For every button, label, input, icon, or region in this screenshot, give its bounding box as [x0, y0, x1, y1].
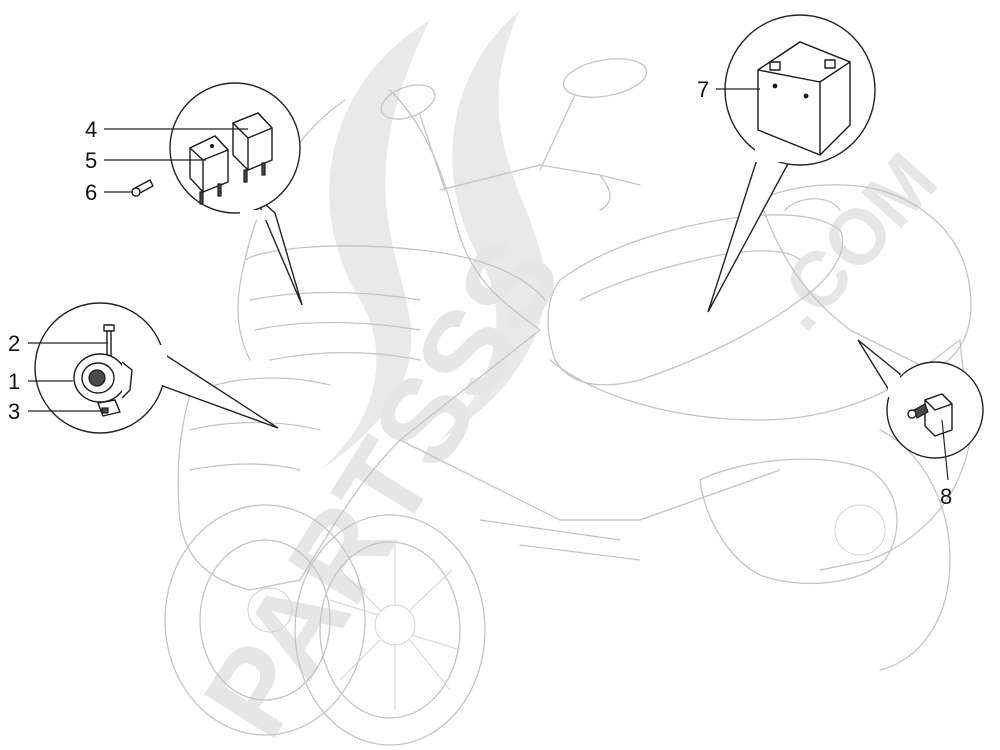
footboard-outline [399, 439, 781, 561]
right-front-spokes [329, 545, 461, 710]
battery-7 [757, 41, 851, 156]
top-box-outline [759, 184, 972, 371]
part-number-labels: 1 2 3 4 5 6 7 8 [8, 77, 952, 509]
relay-5 [189, 135, 229, 205]
rear-body-outline [549, 339, 971, 571]
callout-label-7: 7 [697, 77, 709, 102]
switch-callout [857, 339, 984, 459]
right-front-rim-outline [319, 541, 461, 719]
right-mirror-outline [562, 58, 648, 98]
scooter-outline [164, 58, 972, 746]
watermark-swoosh-right [440, 10, 546, 440]
horn-callout [34, 302, 279, 434]
callout-label-4: 4 [85, 117, 97, 142]
front-fairing-vents [249, 291, 421, 361]
horn-1 [73, 353, 133, 403]
leader-8 [941, 419, 949, 481]
handlebar-outline [439, 164, 641, 211]
screw-6 [131, 179, 154, 197]
windshield-outline [237, 89, 541, 361]
relay-4 [232, 112, 273, 183]
callout-label-1: 1 [8, 369, 20, 394]
switch-8 [907, 393, 953, 437]
left-front-rim-outline [199, 539, 331, 701]
seat-outline [547, 214, 844, 386]
leader-lines [28, 88, 949, 481]
left-front-tyre-outline [164, 504, 366, 736]
horn-callout-pointer [148, 343, 279, 429]
bracket-3 [97, 399, 121, 417]
callout-label-2: 2 [8, 331, 20, 356]
callout-label-5: 5 [85, 148, 97, 173]
left-mirror-outline [380, 84, 436, 120]
callout-label-3: 3 [8, 399, 20, 424]
front-fairing-top [244, 245, 546, 301]
right-front-tyre-outline [294, 514, 486, 746]
left-front-hub [247, 587, 293, 633]
rear-wheel-outline [879, 429, 951, 671]
battery-callout [707, 14, 876, 313]
top-box-handle [784, 198, 841, 211]
engine-outline [699, 458, 898, 584]
callout-label-8: 8 [940, 484, 952, 509]
front-shield-outline [177, 329, 541, 591]
engine-pulley [834, 504, 886, 556]
callout-label-6: 6 [85, 180, 97, 205]
relay-callout [131, 82, 303, 306]
